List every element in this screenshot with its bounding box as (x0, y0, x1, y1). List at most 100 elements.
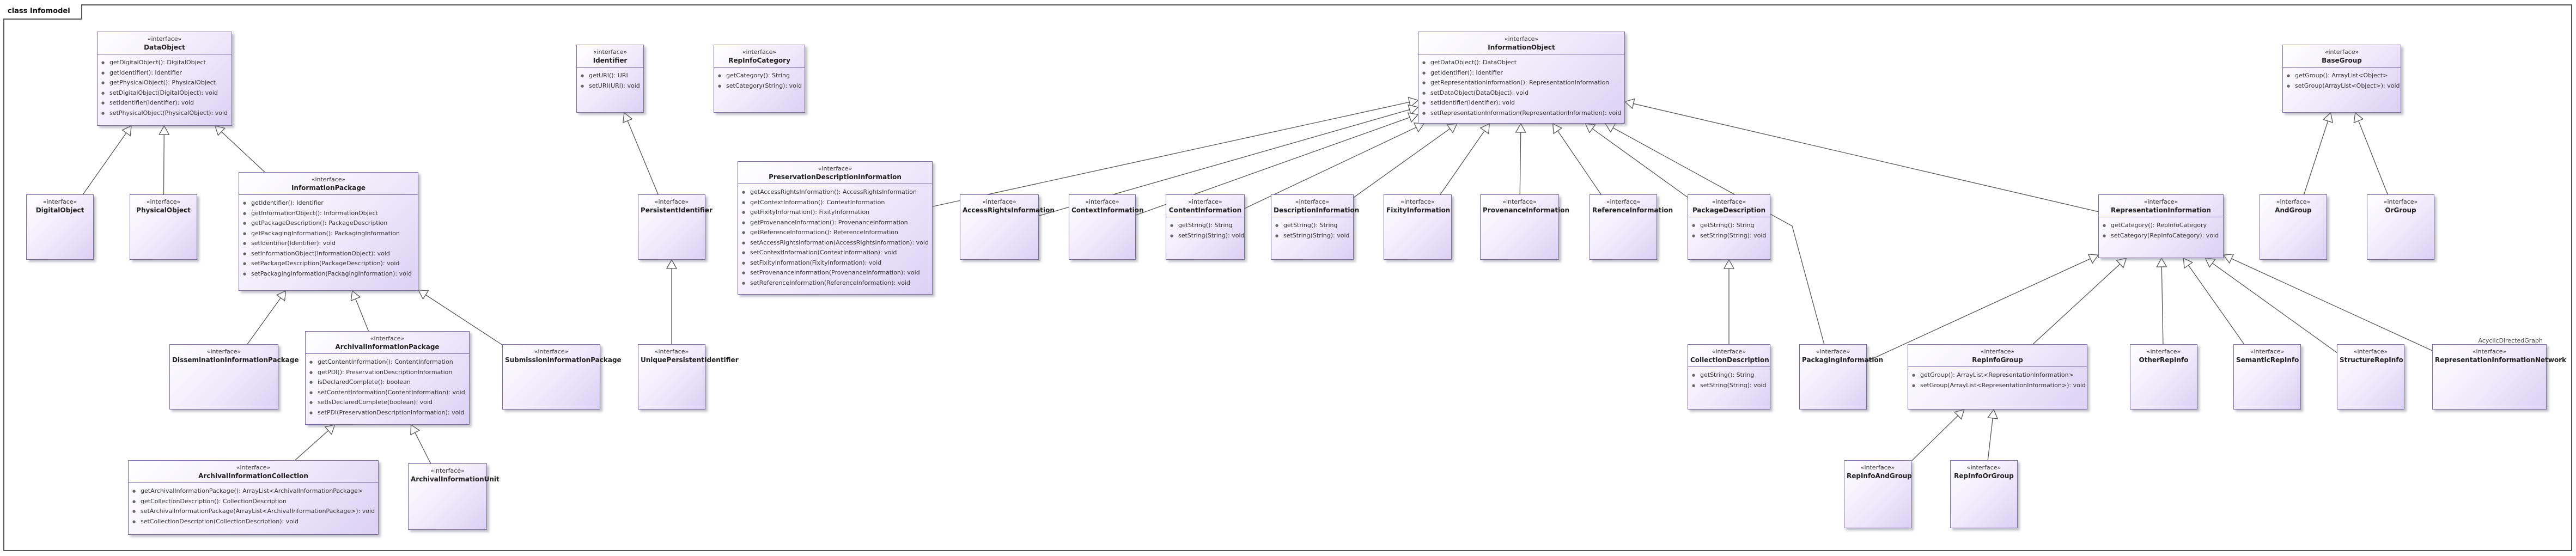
class-archival-information-collection[interactable]: «interface»ArchivalInformationCollection… (128, 460, 379, 535)
method: setCategory(String): void (717, 81, 802, 91)
class-header: «interface»DescriptionInformation (1271, 195, 1359, 217)
class-content-information[interactable]: «interface»ContentInformationgetString()… (1166, 194, 1245, 260)
generalization-representation-information-to-information-object (1633, 103, 2099, 212)
class-name: RepInfoCategory (728, 57, 790, 64)
generalization-persistent-identifier-to-identifier (627, 120, 659, 195)
class-and-group[interactable]: «interface»AndGroup (2260, 194, 2327, 260)
generalization-information-package-to-data-object (221, 131, 265, 173)
class-dissemination-information-package[interactable]: «interface»DisseminationInformationPacka… (169, 344, 299, 410)
method: setGroup(ArrayList<Object>): void (2286, 81, 2400, 91)
class-name: ReferenceInformation (1592, 206, 1673, 214)
class-header: «interface»ContentInformation (1166, 195, 1244, 217)
class-base-group[interactable]: «interface»BaseGroupgetGroup(): ArrayLis… (2282, 45, 2401, 113)
class-access-rights-information[interactable]: «interface»AccessRightsInformation (960, 194, 1055, 260)
method: setDataObject(DataObject): void (1422, 88, 1621, 99)
stereotype-label: «interface» (2353, 348, 2388, 355)
stereotype-label: «interface» (1860, 464, 1895, 471)
class-fixity-information[interactable]: «interface»FixityInformation (1384, 194, 1452, 260)
class-information-object[interactable]: «interface»InformationObject getDataObjec… (1418, 32, 1625, 124)
class-unique-persistent-identifier[interactable]: «interface»UniquePersistentIdentifier (638, 344, 739, 410)
diagram-frame (3, 4, 2572, 551)
class-persistent-identifier[interactable]: «interface»PersistentIdentifier (638, 194, 712, 260)
stereotype-label: «interface» (534, 348, 569, 355)
stereotype-label: «interface» (2276, 198, 2311, 205)
method: setContextInformation(ContextInformation… (741, 248, 929, 258)
class-rep-info-group[interactable]: «interface»RepInfoGroupgetGroup(): Array… (1908, 344, 2087, 410)
class-preservation-description-information[interactable]: «interface»PreservationDescriptionInform… (738, 161, 933, 295)
stereotype-label: «interface» (42, 198, 77, 205)
method: setArchivalInformationPackage(ArrayList<… (132, 506, 375, 517)
class-rep-info-category[interactable]: «interface»RepInfoCategorygetCategory():… (714, 45, 805, 113)
generalization-physical-object-to-data-object (163, 134, 165, 195)
class-name: UniquePersistentIdentifier (641, 356, 739, 364)
generalization-arrowhead (214, 125, 226, 136)
method: getDigitalObject(): DigitalObject (101, 58, 228, 68)
class-package-description[interactable]: «interface»PackageDescriptiongetString()… (1688, 194, 1770, 260)
stereotype-label: «interface» (982, 198, 1016, 205)
class-methods: getGroup(): ArrayList<RepresentationInfo… (1908, 366, 2087, 393)
class-header: «interface»PreservationDescriptionInform… (738, 162, 932, 184)
class-packaging-information[interactable]: «interface»PackagingInformation (1799, 344, 1883, 410)
method: getProvenanceInformation(): ProvenanceIn… (741, 218, 929, 228)
class-or-group[interactable]: «interface»OrGroup (2367, 194, 2434, 260)
class-rep-info-and-group[interactable]: «interface»RepInfoAndGroup (1844, 460, 1912, 528)
class-description-information[interactable]: «interface»DescriptionInformationgetStri… (1271, 194, 1359, 260)
class-semantic-rep-info[interactable]: «interface»SemanticRepInfo (2233, 344, 2301, 410)
class-provenance-information[interactable]: «interface»ProvenanceInformation (1480, 194, 1569, 260)
generalization-reference-information-to-information-object (1557, 130, 1601, 195)
method: setString(String): void (1691, 381, 1767, 391)
class-other-rep-info[interactable]: «interface»OtherRepInfo (2130, 344, 2197, 410)
class-structure-rep-info[interactable]: «interface»StructureRepInfo (2337, 344, 2404, 410)
class-submission-information-package[interactable]: «interface»SubmissionInformationPackage (502, 344, 622, 410)
class-header: «interface»InformationObject (1418, 32, 1624, 54)
method: setAccessRightsInformation(AccessRightsI… (741, 238, 929, 248)
method: getDataObject(): DataObject (1422, 58, 1621, 68)
class-physical-object[interactable]: «interface»PhysicalObject (130, 194, 197, 260)
method: getString(): String (1170, 221, 1241, 231)
generalization-arrowhead (1604, 123, 1616, 133)
class-header: «interface»AccessRightsInformation (960, 195, 1055, 217)
class-header: «interface»BaseGroup (2283, 45, 2401, 67)
method: setPackagingInformation(PackagingInforma… (242, 269, 415, 279)
class-name: CollectionDescription (1690, 356, 1769, 364)
stereotype-label: «interface» (593, 48, 628, 56)
class-methods: getString(): StringsetString(String): vo… (1166, 217, 1245, 243)
class-header: «interface»SemanticRepInfo (2234, 345, 2300, 366)
class-context-information[interactable]: «interface»ContextInformation (1069, 194, 1144, 260)
generalization-arrowhead (1479, 123, 1490, 135)
class-collection-description[interactable]: «interface»CollectionDescriptiongetStrin… (1688, 344, 1770, 410)
class-identifier[interactable]: «interface»IdentifiergetURI(): URIsetURI… (576, 45, 644, 113)
stereotype-label: «interface» (2383, 198, 2418, 205)
class-rep-info-or-group[interactable]: «interface»RepInfoOrGroup (1950, 460, 2018, 528)
class-name: FixityInformation (1386, 206, 1451, 214)
generalization-arrowhead (1407, 112, 1419, 123)
method: getContextInformation(): ContextInformat… (741, 198, 929, 208)
stereotype-label: «interface» (311, 176, 346, 183)
method: setPDI(PreservationDescriptionInformatio… (309, 408, 466, 418)
generalization-arrowhead (2353, 112, 2364, 124)
method: setString(String): void (1170, 231, 1245, 241)
method: getReferenceInformation(): ReferenceInfo… (741, 228, 929, 238)
method: setString(String): void (1275, 231, 1350, 241)
generalization-archival-information-unit-to-archival-information-package (415, 432, 431, 464)
generalization-digital-object-to-data-object (82, 132, 127, 195)
class-methods: getIdentifier(): IdentifiergetInformatio… (239, 194, 418, 281)
class-digital-object[interactable]: «interface»DigitalObject (26, 194, 94, 260)
class-archival-information-package[interactable]: «interface»ArchivalInformationPackageget… (305, 331, 470, 425)
class-data-object[interactable]: «interface»DataObjectgetDigitalObject():… (97, 32, 232, 126)
stereotype-label: «interface» (1085, 198, 1119, 205)
method: getPhysicalObject(): PhysicalObject (101, 78, 228, 88)
class-information-package[interactable]: «interface»InformationPackagegetIdentifi… (239, 172, 418, 291)
method: getRepresentationInformation(): Represen… (1422, 78, 1621, 88)
class-representation-information-network[interactable]: AcyclicDirectedGraph«interface»Represent… (2432, 337, 2566, 410)
class-methods: getCategory(): StringsetCategory(String)… (714, 67, 805, 93)
method: getURI(): URI (580, 71, 640, 81)
method: getAccessRightsInformation(): AccessRigh… (741, 187, 929, 198)
generalization-arrowhead (2183, 257, 2194, 269)
class-name: Identifier (593, 57, 628, 64)
class-reference-information[interactable]: «interface»ReferenceInformation (1590, 194, 1673, 260)
class-header: «interface»UniquePersistentIdentifier (638, 345, 739, 366)
class-representation-information[interactable]: «interface»RepresentationInformationgetC… (2098, 194, 2224, 258)
class-archival-information-unit[interactable]: «interface»ArchivalInformationUnit (408, 463, 500, 530)
generalization-arrowhead (2222, 253, 2234, 264)
